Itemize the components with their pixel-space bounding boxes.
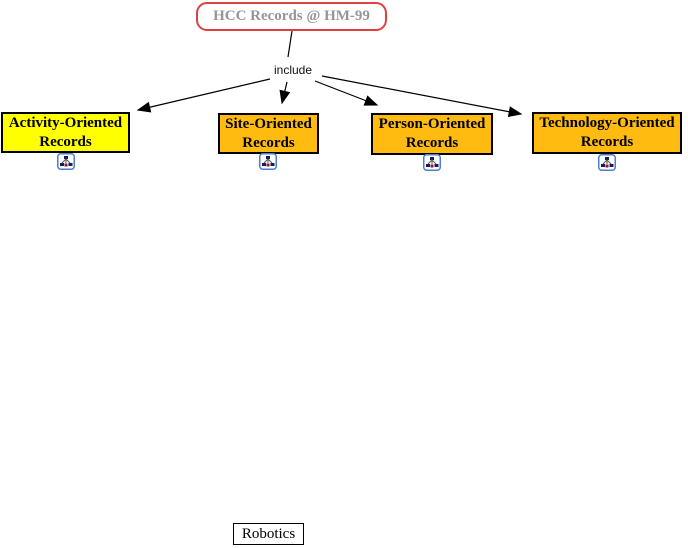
edge-include-to-technology — [321, 75, 523, 118]
edge-include-to-person — [314, 80, 379, 106]
edge-include-to-site — [279, 81, 291, 105]
edge-root-to-include — [287, 30, 293, 58]
concept-node-root[interactable]: HCC Records @ HM-99 — [196, 2, 387, 31]
concept-node-robotics[interactable]: Robotics — [233, 523, 304, 545]
resource-link-icon[interactable] — [598, 154, 616, 171]
linking-phrase-include[interactable]: include — [271, 63, 315, 77]
resource-link-icon[interactable] — [423, 154, 441, 171]
concept-node-activity-oriented-records[interactable]: Activity-Oriented Records — [1, 112, 130, 153]
concept-node-person-oriented-records[interactable]: Person-Oriented Records — [371, 113, 493, 155]
resource-link-icon[interactable] — [57, 153, 75, 170]
edge-include-to-activity — [136, 78, 271, 113]
concept-node-technology-oriented-records[interactable]: Technology-Oriented Records — [532, 112, 682, 154]
resource-link-icon[interactable] — [259, 153, 277, 170]
concept-node-site-oriented-records[interactable]: Site-Oriented Records — [218, 113, 319, 154]
